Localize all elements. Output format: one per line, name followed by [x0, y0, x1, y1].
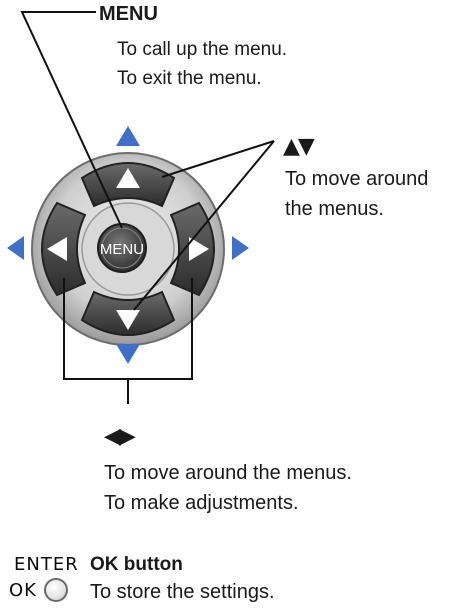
menu-desc-line2: To exit the menu.	[117, 68, 262, 89]
updown-symbol: ▲▼	[283, 134, 315, 159]
blue-right-arrow	[232, 236, 249, 260]
leftright-desc-line2: To make adjustments.	[104, 492, 299, 514]
callout-lines	[20, 11, 275, 404]
menu-button[interactable]: MENU	[97, 223, 147, 273]
up-button-glyph	[116, 168, 140, 188]
down-button-glyph	[116, 310, 140, 330]
left-button[interactable]	[41, 201, 87, 297]
right-button-glyph	[189, 237, 209, 261]
menu-button-label: MENU	[100, 241, 144, 258]
menu-title: MENU	[99, 3, 158, 25]
blue-down-arrow	[116, 344, 140, 364]
blue-left-arrow	[7, 236, 24, 260]
updown-desc-line1: To move around	[285, 168, 429, 190]
updown-callout-up	[161, 140, 275, 178]
enter-label: ENTER	[14, 554, 79, 575]
ok-button[interactable]	[44, 578, 68, 602]
ok-button-desc: To store the settings.	[90, 581, 275, 603]
updown-callout-down	[133, 140, 275, 311]
down-button[interactable]	[80, 290, 176, 336]
leftright-symbol: ◀▶	[104, 424, 136, 449]
left-button-glyph	[47, 237, 67, 261]
menu-callout-line	[20, 11, 123, 229]
updown-desc-line2: the menus.	[285, 198, 384, 220]
menu-desc-line1: To call up the menu.	[117, 39, 288, 60]
leftright-desc-line1: To move around the menus.	[104, 462, 352, 484]
ok-button-title: OK button	[90, 554, 183, 575]
ok-label: OK	[9, 580, 37, 601]
blue-up-arrow	[116, 126, 140, 146]
up-button[interactable]	[80, 162, 176, 208]
